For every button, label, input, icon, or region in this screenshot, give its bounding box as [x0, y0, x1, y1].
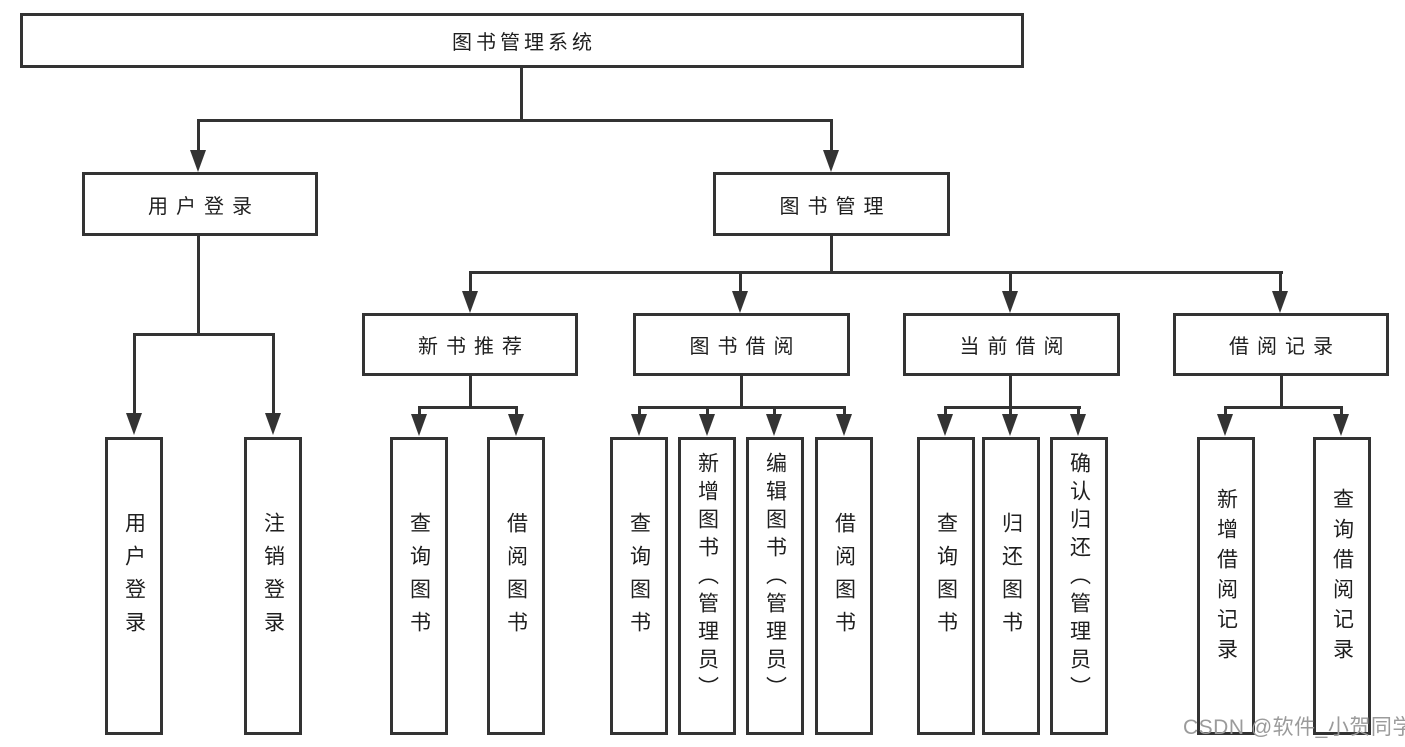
leaf-bb-add-books-admin-label: 新增图书（管理员）	[695, 452, 719, 704]
connector-cb-query-drop	[944, 406, 947, 416]
leaf-bb-edit-books-admin: 编辑图书（管理员）	[746, 437, 804, 735]
leaf-cb-confirm-return-admin-label: 确认归还（管理员）	[1067, 452, 1091, 704]
connector-book-management-branch	[469, 271, 1283, 274]
connector-leaf-user-login-drop	[133, 333, 136, 414]
connector-current-borrow-drop	[1009, 271, 1012, 292]
leaf-user-login-label: 用户登录	[122, 512, 146, 644]
connector-book-management-drop	[830, 119, 833, 151]
connector-bb-borrow-drop	[843, 406, 846, 416]
connector-new-book-stem	[469, 376, 472, 408]
connector-nb-borrow-drop	[515, 406, 518, 416]
arrow-down-icon	[1333, 414, 1349, 436]
arrow-down-icon	[766, 414, 782, 436]
leaf-user-login: 用户登录	[105, 437, 163, 735]
leaf-nb-query-books-label: 查询图书	[407, 512, 431, 644]
leaf-br-add-record: 新增借阅记录	[1197, 437, 1255, 735]
arrow-down-icon	[823, 150, 839, 172]
connector-book-borrow-drop	[739, 271, 742, 292]
connector-user-login-stem	[197, 236, 200, 335]
arrow-down-icon	[1070, 414, 1086, 436]
arrow-down-icon	[1272, 291, 1288, 313]
arrow-down-icon	[190, 150, 206, 172]
leaf-bb-borrow-books-label: 借阅图书	[832, 512, 856, 644]
arrow-down-icon	[699, 414, 715, 436]
connector-current-borrow-branch	[944, 406, 1081, 409]
connector-bb-edit-drop	[773, 406, 776, 416]
arrow-down-icon	[411, 414, 427, 436]
leaf-bb-query-books-label: 查询图书	[627, 512, 651, 644]
arrow-down-icon	[631, 414, 647, 436]
leaf-cb-query-books: 查询图书	[917, 437, 975, 735]
connector-user-login-branch	[133, 333, 275, 336]
arrow-down-icon	[508, 414, 524, 436]
leaf-cb-return-books: 归还图书	[982, 437, 1040, 735]
connector-current-borrow-stem	[1009, 376, 1012, 408]
node-new-book-recommend-label: 新书推荐	[418, 336, 530, 358]
connector-borrow-records-drop	[1279, 271, 1282, 292]
leaf-logout-label: 注销登录	[261, 512, 285, 644]
connector-br-add-drop	[1224, 406, 1227, 416]
node-user-login-label: 用户登录	[148, 195, 260, 218]
csdn-watermark: CSDN @软件_小贺同学	[1183, 716, 1405, 739]
leaf-nb-query-books: 查询图书	[390, 437, 448, 735]
leaf-logout: 注销登录	[244, 437, 302, 735]
leaf-br-query-record: 查询借阅记录	[1313, 437, 1371, 735]
node-root-label: 图书管理系统	[452, 32, 596, 54]
leaf-cb-return-books-label: 归还图书	[999, 512, 1023, 644]
leaf-bb-borrow-books: 借阅图书	[815, 437, 873, 735]
node-borrow-records-label: 借阅记录	[1229, 336, 1341, 358]
connector-book-management-stem	[830, 236, 833, 273]
connector-book-borrow-stem	[740, 376, 743, 408]
leaf-br-add-record-label: 新增借阅记录	[1214, 488, 1238, 668]
connector-bb-add-drop	[706, 406, 709, 416]
connector-borrow-records-branch	[1224, 406, 1343, 409]
leaf-cb-confirm-return-admin: 确认归还（管理员）	[1050, 437, 1108, 735]
node-book-borrow: 图书借阅	[633, 313, 850, 376]
arrow-down-icon	[126, 413, 142, 435]
node-new-book-recommend: 新书推荐	[362, 313, 578, 376]
arrow-down-icon	[462, 291, 478, 313]
leaf-bb-query-books: 查询图书	[610, 437, 668, 735]
connector-bb-query-drop	[638, 406, 641, 416]
arrow-down-icon	[265, 413, 281, 435]
node-current-borrow-label: 当前借阅	[959, 336, 1072, 358]
connector-root-branch	[197, 119, 833, 122]
connector-nb-query-drop	[418, 406, 421, 416]
leaf-bb-edit-books-admin-label: 编辑图书（管理员）	[763, 452, 787, 704]
node-book-borrow-label: 图书借阅	[689, 336, 802, 358]
arrow-down-icon	[1002, 414, 1018, 436]
node-book-management-label: 图书管理	[779, 195, 892, 218]
leaf-cb-query-books-label: 查询图书	[934, 512, 958, 644]
arrow-down-icon	[937, 414, 953, 436]
leaf-br-query-record-label: 查询借阅记录	[1330, 488, 1354, 668]
connector-book-borrow-branch	[638, 406, 846, 409]
node-user-login: 用户登录	[82, 172, 318, 236]
arrow-down-icon	[1002, 291, 1018, 313]
connector-user-login-drop	[197, 119, 200, 151]
node-book-management: 图书管理	[713, 172, 950, 236]
leaf-bb-add-books-admin: 新增图书（管理员）	[678, 437, 736, 735]
connector-cb-confirm-drop	[1077, 406, 1080, 416]
connector-br-query-drop	[1340, 406, 1343, 416]
connector-cb-return-drop	[1009, 406, 1012, 416]
arrow-down-icon	[836, 414, 852, 436]
node-borrow-records: 借阅记录	[1173, 313, 1389, 376]
node-current-borrow: 当前借阅	[903, 313, 1120, 376]
leaf-nb-borrow-books: 借阅图书	[487, 437, 545, 735]
connector-new-book-branch	[418, 406, 518, 409]
leaf-nb-borrow-books-label: 借阅图书	[504, 512, 528, 644]
node-root-system: 图书管理系统	[20, 13, 1024, 68]
arrow-down-icon	[1217, 414, 1233, 436]
connector-root-stem	[520, 68, 523, 121]
connector-new-book-drop	[469, 271, 472, 292]
arrow-down-icon	[732, 291, 748, 313]
connector-leaf-logout-drop	[272, 333, 275, 414]
connector-borrow-records-stem	[1280, 376, 1283, 408]
